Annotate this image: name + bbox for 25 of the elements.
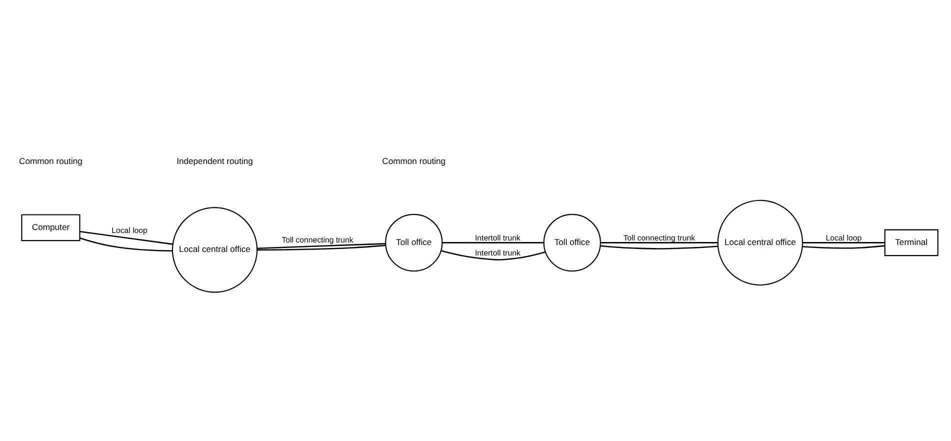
node-box: Terminal [884,229,938,256]
connector [257,243,386,249]
edge-label: Toll connecting trunk [623,233,696,242]
edge-label: Local loop [826,233,862,242]
connector [442,242,544,244]
connector [802,242,885,244]
node-circle: Local central office [172,207,258,293]
node-circle: Toll office [385,214,443,272]
connector [440,250,546,260]
node-box: Computer [21,214,80,242]
label: Independent routing [176,156,253,166]
connector [80,230,173,245]
edge-label: Local loop [112,226,148,236]
connector [600,245,718,250]
edge-label: Intertoll trunk [474,233,520,242]
label: Common routing [382,156,446,166]
connector [802,245,885,249]
node-circle: Toll office [543,214,601,272]
connector [600,242,718,244]
node-circle: Local central office [717,200,804,286]
edge-label: Intertoll trunk [474,248,520,258]
edge-label: Toll connecting trunk [282,236,354,245]
connector [80,238,172,252]
label: Common routing [19,156,82,166]
connector [257,244,386,251]
